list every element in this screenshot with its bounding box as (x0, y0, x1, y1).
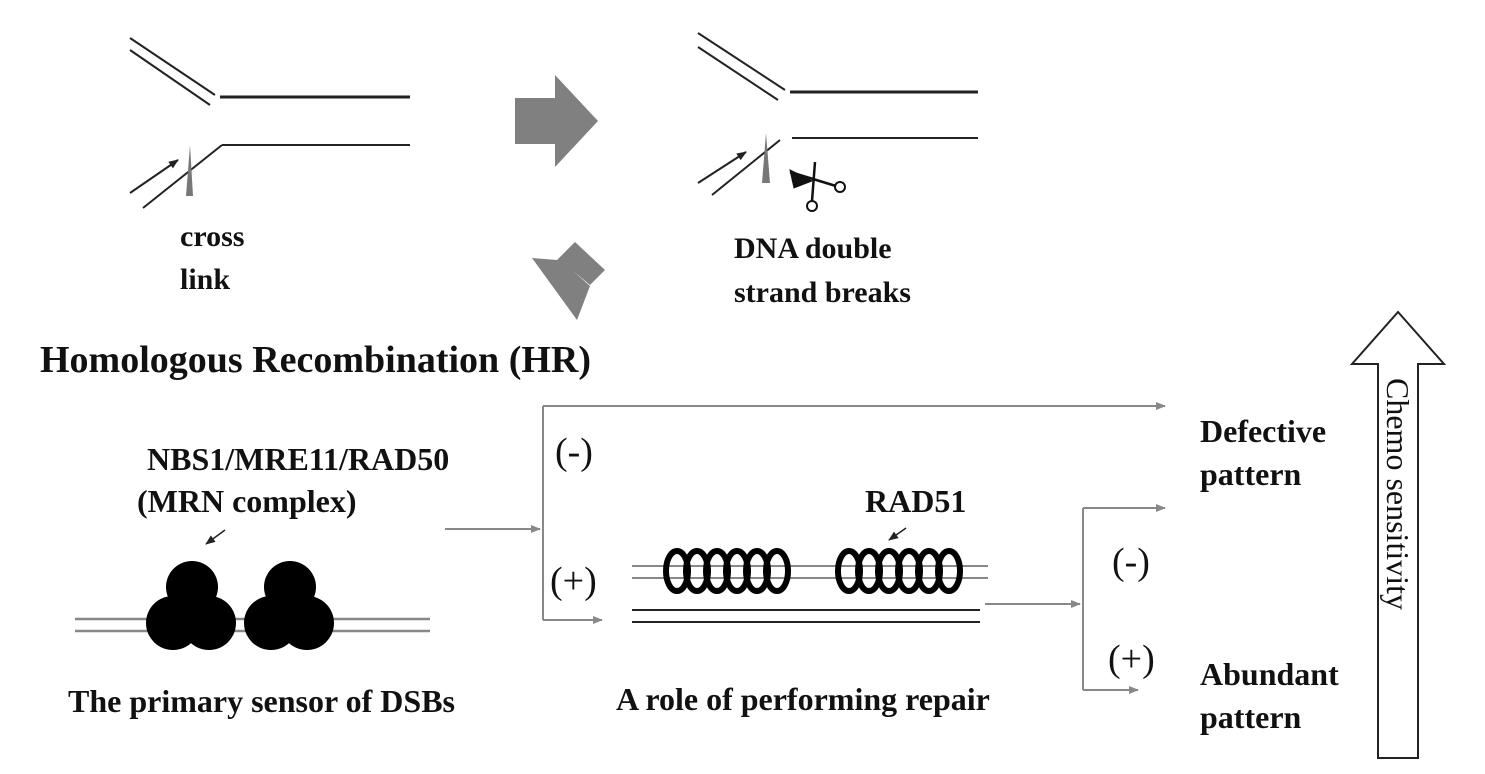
crosslink-wedge (186, 145, 193, 196)
mrn-plus-sign: (+) (550, 560, 597, 602)
rad51-dna-duplex (632, 565, 988, 623)
abundant-label-line1: Abundant (1200, 656, 1339, 692)
scissors-icon (789, 161, 846, 212)
chemo-sensitivity-label: Chemo sensitivity (1380, 378, 1416, 610)
rad51-minus-sign: (-) (1112, 541, 1150, 583)
block-arrow-icon (532, 242, 605, 320)
sensor-caption: The primary sensor of DSBs (68, 683, 455, 719)
up-arrow-icon (1349, 310, 1447, 759)
rad51-plus-sign: (+) (1108, 638, 1155, 680)
dsb-dna-fork (697, 32, 978, 196)
mrn-pointer-arrow (205, 529, 226, 545)
mrn-label-line2: (MRN complex) (137, 483, 356, 519)
rad51-branch-connector (985, 504, 1166, 694)
mrn-minus-sign: (-) (555, 431, 593, 473)
crosslink-label-line1: cross (180, 220, 244, 253)
rad51-filament-2 (835, 548, 963, 594)
mrn-protein-2 (244, 561, 334, 650)
mrn-label-line1: NBS1/MRE11/RAD50 (147, 441, 449, 477)
crosslink-label-line2: link (180, 263, 230, 296)
abundant-label-line2: pattern (1200, 699, 1302, 735)
repair-caption: A role of performing repair (616, 681, 990, 717)
mrn-branch-connector (445, 402, 1166, 624)
defective-label-line2: pattern (1200, 456, 1302, 492)
block-arrow-icon (515, 75, 598, 167)
hr-title: Homologous Recombination (HR) (40, 339, 591, 381)
mrn-protein-1 (146, 561, 236, 650)
dsb-label-line2: strand breaks (734, 276, 911, 309)
defective-label-line1: Defective (1200, 413, 1326, 449)
rad51-filament-1 (663, 548, 791, 594)
crosslink-dna-fork (129, 37, 410, 209)
rad51-label: RAD51 (865, 483, 966, 519)
crosslink-wedge (762, 133, 770, 183)
rad51-pointer-arrow (888, 527, 907, 541)
dsb-label-line1: DNA double (734, 232, 892, 265)
